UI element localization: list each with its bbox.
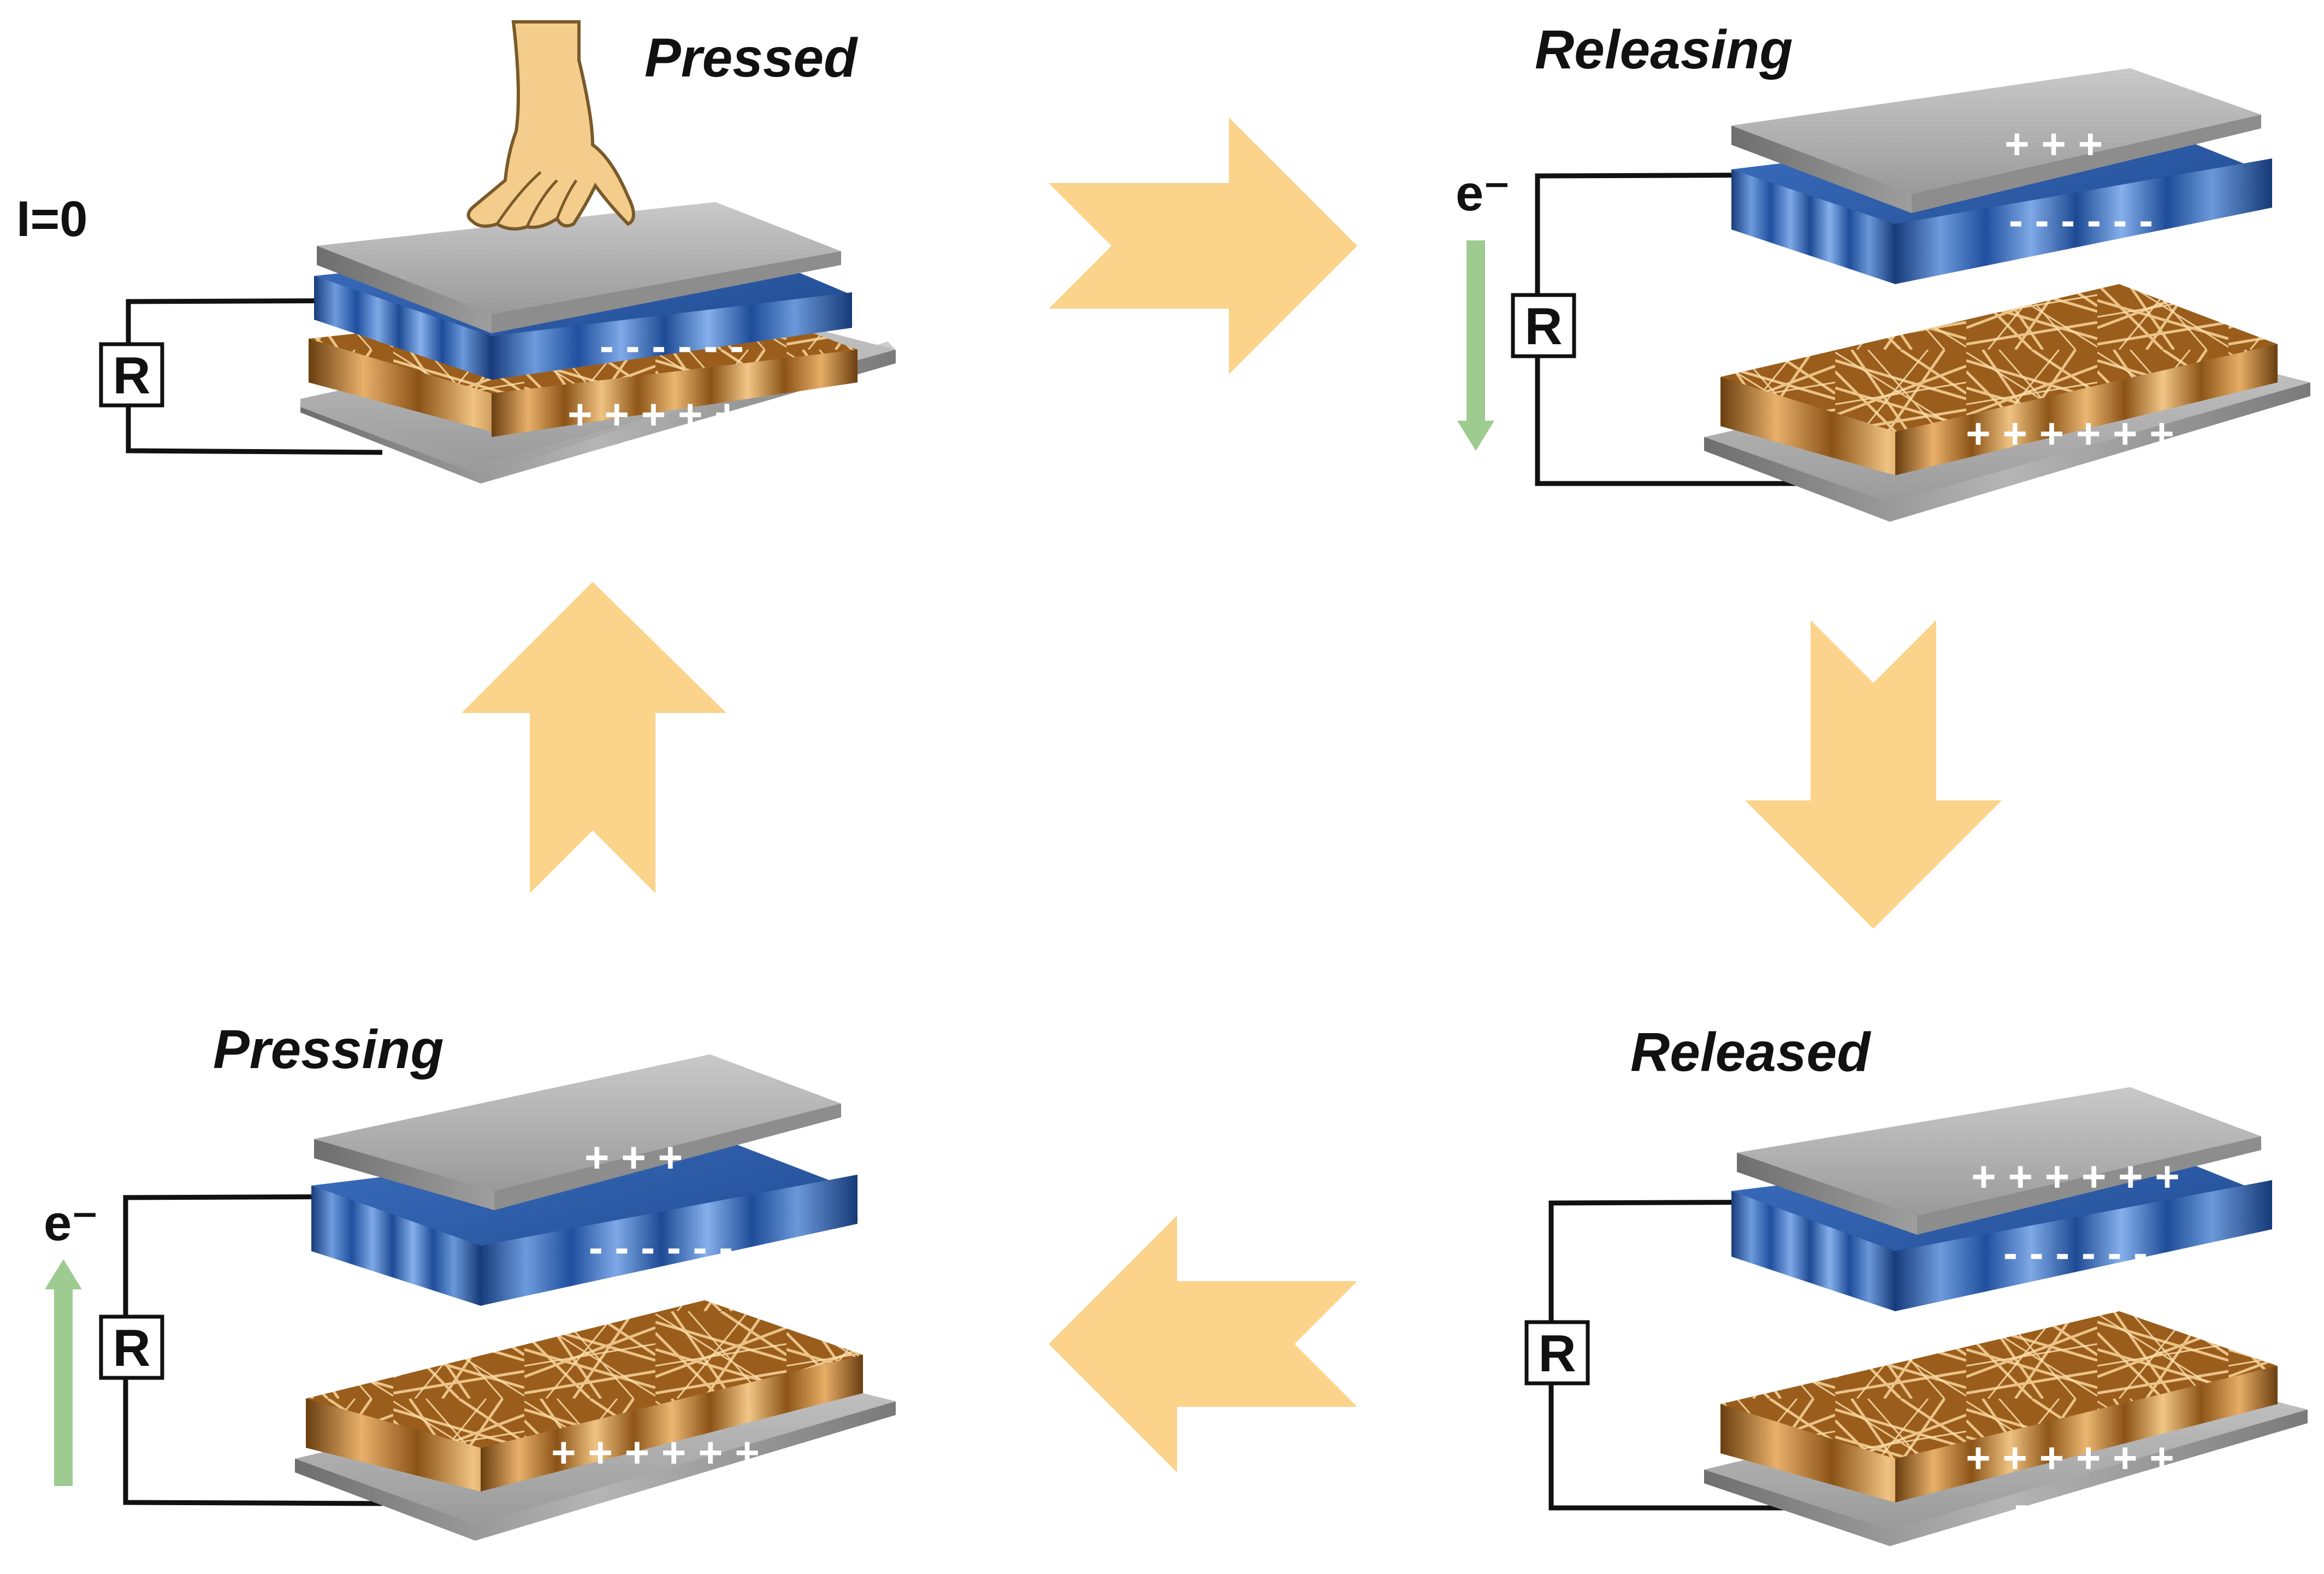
blue-layer-charges: - - - - - - bbox=[2003, 1229, 2148, 1277]
top-electrode-charges: + + + bbox=[584, 1133, 683, 1181]
orange-triboelectric-layer bbox=[1720, 284, 2278, 475]
orange-triboelectric-layer bbox=[306, 1300, 863, 1492]
electron-label: e⁻ bbox=[1456, 166, 1510, 221]
stage-pressing: Pressing e⁻ R + + + + + + - - - bbox=[44, 1019, 896, 1541]
top-electrode bbox=[1737, 1087, 2261, 1235]
stage-title: Pressed bbox=[644, 27, 858, 89]
stage-title: Pressing bbox=[213, 1019, 443, 1080]
blue-layer-charges: - - - - - - bbox=[589, 1223, 733, 1271]
block-arrow-icon-up bbox=[462, 582, 726, 893]
orange-layer-charges: + + + + + + bbox=[551, 1428, 760, 1476]
electron-flow-arrow-up bbox=[45, 1259, 82, 1486]
bottom-electrode-charges: - - - bbox=[2059, 456, 2125, 504]
top-electrode bbox=[1731, 68, 2261, 213]
orange-layer-charges: + + + + + + bbox=[1966, 1434, 2174, 1482]
stage-pressed: Pressed I=0 R bbox=[16, 20, 896, 484]
resistor-label: R bbox=[1524, 297, 1562, 356]
resistor: R bbox=[99, 342, 164, 408]
resistor: R bbox=[1524, 1320, 1590, 1386]
block-arrow-icon-left bbox=[1049, 1216, 1357, 1472]
resistor-label: R bbox=[1538, 1324, 1576, 1383]
resistor-label: R bbox=[113, 1319, 150, 1377]
blue-layer-charges: - - - - - - bbox=[600, 322, 744, 370]
resistor-label: R bbox=[113, 346, 150, 405]
resistor: R bbox=[1511, 293, 1576, 358]
block-arrow-icon-down bbox=[1745, 620, 2002, 929]
stage-released: Released R + + + + + + - - - - - - - - -… bbox=[1524, 1022, 2308, 1546]
top-electrode bbox=[317, 202, 841, 333]
hand-pressing-icon bbox=[466, 20, 635, 231]
blue-layer-charges: - - - - - - bbox=[2009, 196, 2153, 244]
electron-flow-arrow-down bbox=[1457, 240, 1494, 451]
bottom-electrode-charges: - - - bbox=[649, 1475, 715, 1523]
current-label: I=0 bbox=[16, 191, 87, 247]
electron-label: e⁻ bbox=[44, 1195, 98, 1251]
top-electrode-charges: + + + + + + bbox=[1971, 1152, 2180, 1200]
resistor: R bbox=[99, 1314, 164, 1380]
top-electrode bbox=[314, 1054, 841, 1210]
stage-title: Releasing bbox=[1535, 19, 1793, 80]
top-electrode-charges: + + + bbox=[2004, 120, 2103, 168]
stage-releasing: Releasing e⁻ R + + + + + + - - - bbox=[1456, 19, 2310, 522]
stage-title: Released bbox=[1630, 1022, 1871, 1083]
bottom-electrode-charges: - - - - - - bbox=[2014, 1480, 2159, 1528]
orange-triboelectric-layer bbox=[1720, 1311, 2278, 1502]
block-arrow-icon-right bbox=[1049, 117, 1357, 374]
orange-layer-charges: + + + + + + bbox=[1966, 409, 2174, 457]
orange-layer-charges: + + + + + + bbox=[567, 390, 776, 438]
